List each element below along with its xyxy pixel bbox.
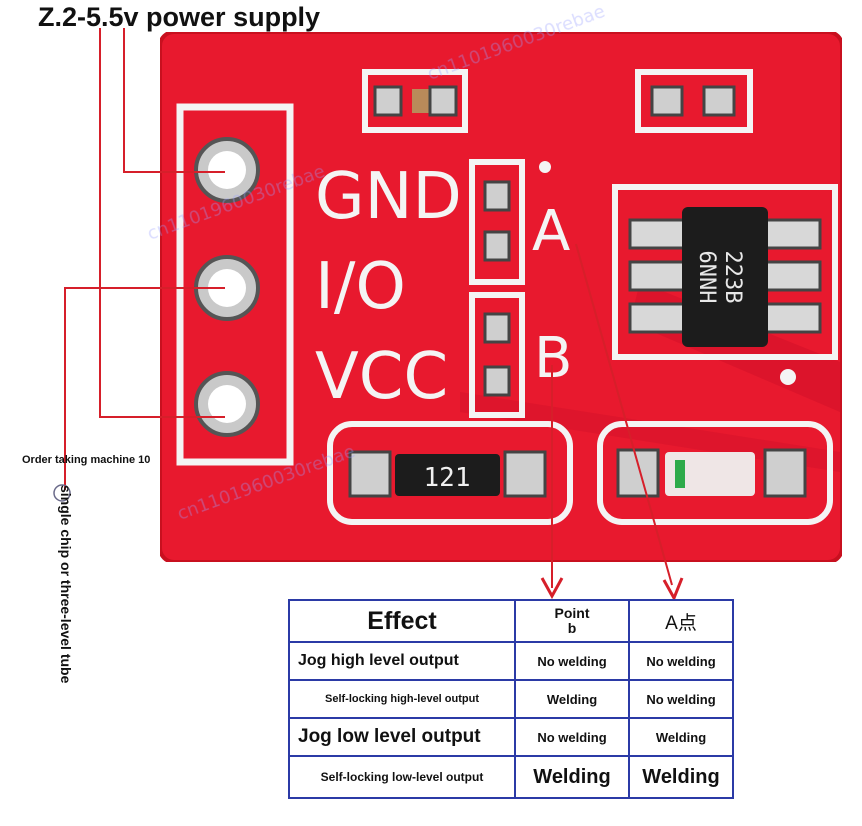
led-chip	[665, 452, 755, 496]
cell-point-b: No welding	[514, 717, 630, 757]
pin-vcc-pad	[194, 371, 260, 437]
header-point-b-line2: b	[567, 620, 577, 636]
pin-header-outline	[176, 103, 294, 466]
table-row: Jog high level output No welding No weld…	[288, 641, 734, 681]
cap-footprint-left	[362, 69, 468, 133]
ic-chip	[682, 207, 768, 347]
jumper-b-outline	[469, 292, 525, 418]
svg-text:cn1101960030rebae: cn1101960030rebae	[425, 1, 608, 85]
table-row: Jog low level output No welding Welding	[288, 717, 734, 757]
cap-footprint-right	[635, 69, 753, 133]
cell-point-b: Welding	[514, 679, 630, 719]
table-header-row: Effect Point b A点	[288, 599, 734, 643]
table-row: Self-locking high-level output Welding N…	[288, 679, 734, 719]
vertical-note-label: single chip or three-level tube	[58, 485, 74, 684]
silk-gnd-label: GND	[315, 160, 462, 234]
resistor-footprint	[327, 421, 573, 525]
jumper-a-outline	[469, 159, 525, 285]
header-effect: Effect	[288, 599, 516, 643]
row-label: Self-locking high-level output	[288, 679, 516, 719]
row-label: Jog high level output	[288, 641, 516, 681]
cell-point-b: No welding	[514, 641, 630, 681]
resistor-marking: 121	[424, 463, 471, 493]
cell-point-a: No welding	[628, 641, 734, 681]
cell-point-a: Welding	[628, 755, 734, 799]
cell-point-a: Welding	[628, 717, 734, 757]
resistor-chip	[395, 454, 500, 496]
header-point-b-line1: Point	[554, 605, 590, 621]
row-label: Jog low level output	[288, 717, 516, 757]
page-title: Z.2-5.5v power supply	[38, 2, 321, 32]
silk-a-label: A	[532, 199, 570, 264]
row-label: Self-locking low-level output	[288, 755, 516, 799]
ic-pins	[628, 218, 822, 334]
ic-marking-1: 223B	[720, 251, 745, 304]
effect-table: Effect Point b A点 Jog high level output …	[288, 599, 734, 799]
io-marker	[53, 484, 71, 502]
silk-vcc-label: VCC	[315, 340, 448, 414]
arrow-point-a	[662, 577, 684, 602]
side-note-label: Order taking machine 10	[22, 454, 151, 466]
ic-footprint	[612, 184, 838, 360]
ic-marking-2: 6NNH	[694, 251, 719, 304]
cell-point-a: No welding	[628, 679, 734, 719]
wire-point-a	[575, 243, 673, 586]
svg-text:cn1101960030rebae: cn1101960030rebae	[145, 161, 328, 245]
header-point-a: A点	[628, 599, 734, 643]
wire-io	[64, 287, 225, 490]
pcb-board: GND I/O VCC A B 223B 6NNH 121	[160, 32, 842, 562]
led-footprint	[597, 421, 833, 525]
wire-vcc	[99, 28, 225, 418]
silk-b-label: B	[534, 326, 572, 391]
table-row: Self-locking low-level output Welding We…	[288, 755, 734, 799]
pin-io-pad	[194, 255, 260, 321]
silk-io-label: I/O	[315, 250, 406, 324]
cell-point-b: Welding	[514, 755, 630, 799]
arrow-point-b	[540, 577, 564, 600]
svg-text:cn1101960030rebae: cn1101960030rebae	[175, 441, 358, 525]
wire-gnd	[123, 28, 225, 173]
header-point-b: Point b	[514, 599, 630, 643]
pin-gnd-pad	[194, 137, 260, 203]
